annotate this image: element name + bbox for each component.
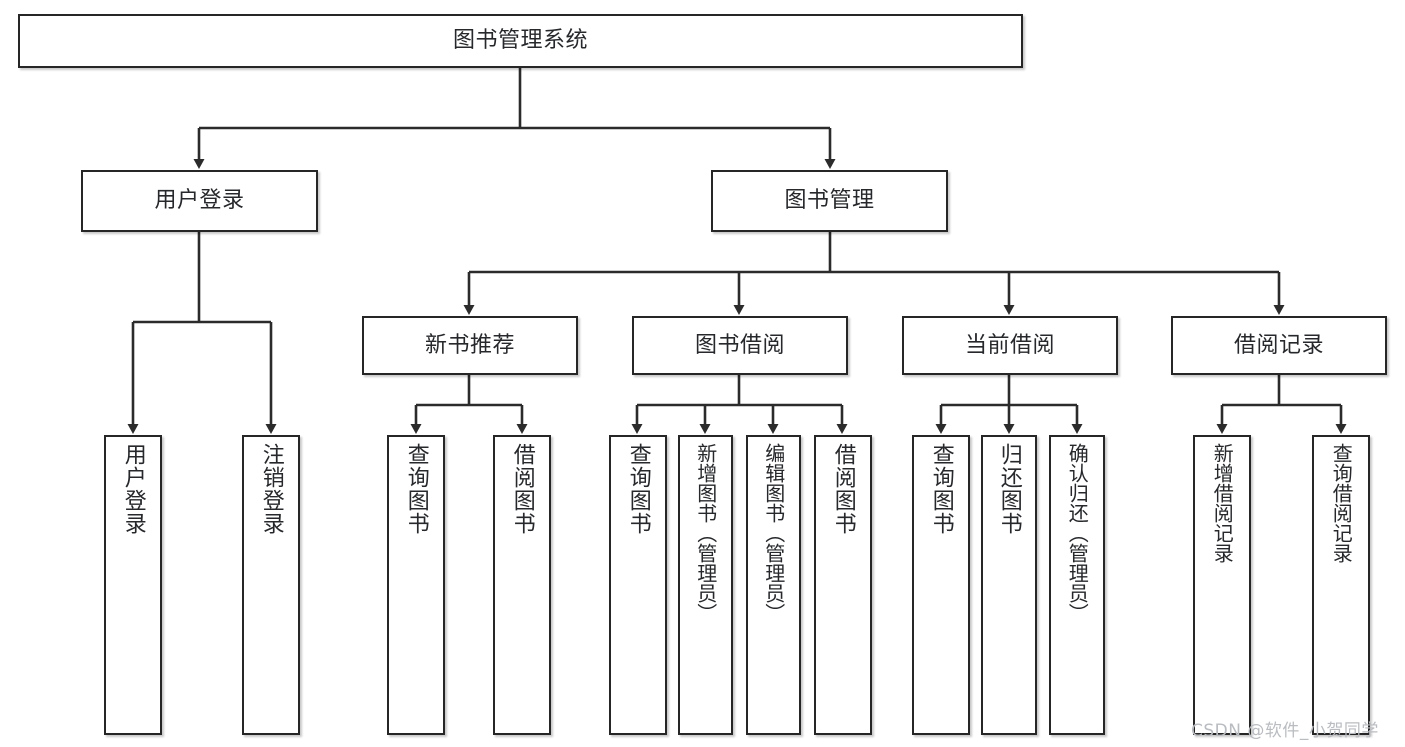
node-borrow-record[interactable]: 借阅记录 (1171, 316, 1387, 375)
node-user-login-label: 用户登录 (154, 188, 245, 214)
node-root[interactable]: 图书管理系统 (18, 14, 1023, 68)
node-book-borrow[interactable]: 图书借阅 (632, 316, 848, 375)
leaf-user-login[interactable]: 用户登录 (104, 435, 162, 735)
leaf-add-borrow-record[interactable]: 新增借阅记录 (1193, 435, 1251, 735)
leaf-confirm-return-admin-label: 确认归还（管理员） (1065, 443, 1090, 623)
leaf-return-book[interactable]: 归还图书 (981, 435, 1037, 735)
leaf-new-book-query[interactable]: 查询图书 (387, 435, 445, 735)
node-user-login[interactable]: 用户登录 (81, 170, 318, 232)
leaf-query-borrow-record[interactable]: 查询借阅记录 (1312, 435, 1370, 735)
leaf-current-query-book-label: 查询图书 (928, 443, 954, 535)
leaf-edit-book-admin[interactable]: 编辑图书（管理员） (746, 435, 801, 735)
leaf-confirm-return-admin[interactable]: 确认归还（管理员） (1049, 435, 1105, 735)
node-book-management[interactable]: 图书管理 (711, 170, 948, 232)
leaf-new-book-borrow-label: 借阅图书 (509, 443, 535, 535)
leaf-borrow-book[interactable]: 借阅图书 (814, 435, 872, 735)
leaf-add-borrow-record-label: 新增借阅记录 (1210, 443, 1235, 563)
leaf-add-book-admin[interactable]: 新增图书（管理员） (678, 435, 733, 735)
node-new-book-recommend[interactable]: 新书推荐 (362, 316, 578, 375)
leaf-edit-book-admin-label: 编辑图书（管理员） (761, 443, 786, 623)
leaf-query-borrow-record-label: 查询借阅记录 (1329, 443, 1354, 563)
leaf-borrow-query-book[interactable]: 查询图书 (609, 435, 667, 735)
leaf-new-book-query-label: 查询图书 (403, 443, 429, 535)
node-current-borrow-label: 当前借阅 (964, 332, 1055, 358)
leaf-logout[interactable]: 注销登录 (242, 435, 300, 735)
node-book-management-label: 图书管理 (784, 188, 875, 214)
leaf-current-query-book[interactable]: 查询图书 (912, 435, 970, 735)
leaf-return-book-label: 归还图书 (996, 443, 1022, 535)
node-borrow-record-label: 借阅记录 (1233, 332, 1324, 358)
leaf-borrow-book-label: 借阅图书 (830, 443, 856, 535)
leaf-add-book-admin-label: 新增图书（管理员） (693, 443, 718, 623)
node-book-borrow-label: 图书借阅 (694, 332, 785, 358)
node-current-borrow[interactable]: 当前借阅 (902, 316, 1118, 375)
csdn-watermark: CSDN @软件_小贺同学 (1191, 721, 1379, 741)
node-new-book-recommend-label: 新书推荐 (424, 332, 515, 358)
leaf-new-book-borrow[interactable]: 借阅图书 (493, 435, 551, 735)
node-root-label: 图书管理系统 (452, 28, 588, 54)
leaf-user-login-label: 用户登录 (120, 443, 146, 535)
leaf-borrow-query-book-label: 查询图书 (625, 443, 651, 535)
leaf-logout-label: 注销登录 (258, 443, 284, 535)
